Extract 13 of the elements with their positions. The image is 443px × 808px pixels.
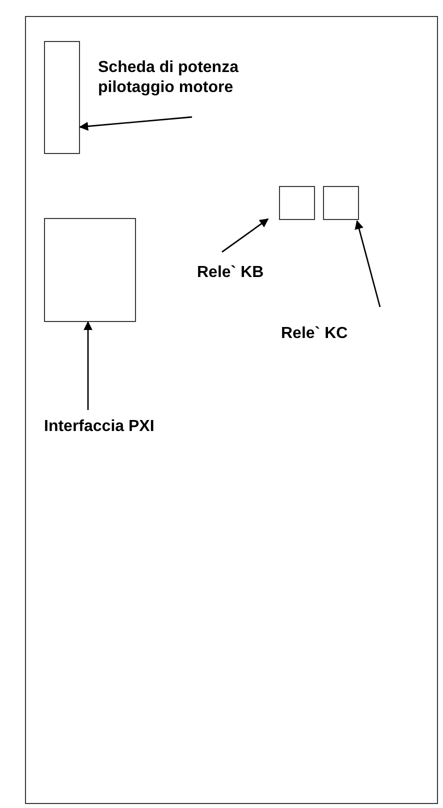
callout-label: Scheda di potenza pilotaggio motore xyxy=(98,58,298,98)
leader-arrow xyxy=(79,116,192,131)
leader-arrow xyxy=(354,220,381,308)
callout-label: Rele` KC xyxy=(281,324,381,344)
component-box xyxy=(279,186,315,220)
component-box xyxy=(44,218,136,322)
leader-arrow xyxy=(222,218,269,253)
panel-outline xyxy=(25,16,438,804)
component-box xyxy=(323,186,359,220)
callout-label: Rele` KB xyxy=(197,263,297,283)
component-box xyxy=(44,41,80,154)
leader-arrow xyxy=(84,321,92,410)
callout-label: Interfaccia PXI xyxy=(44,417,224,437)
